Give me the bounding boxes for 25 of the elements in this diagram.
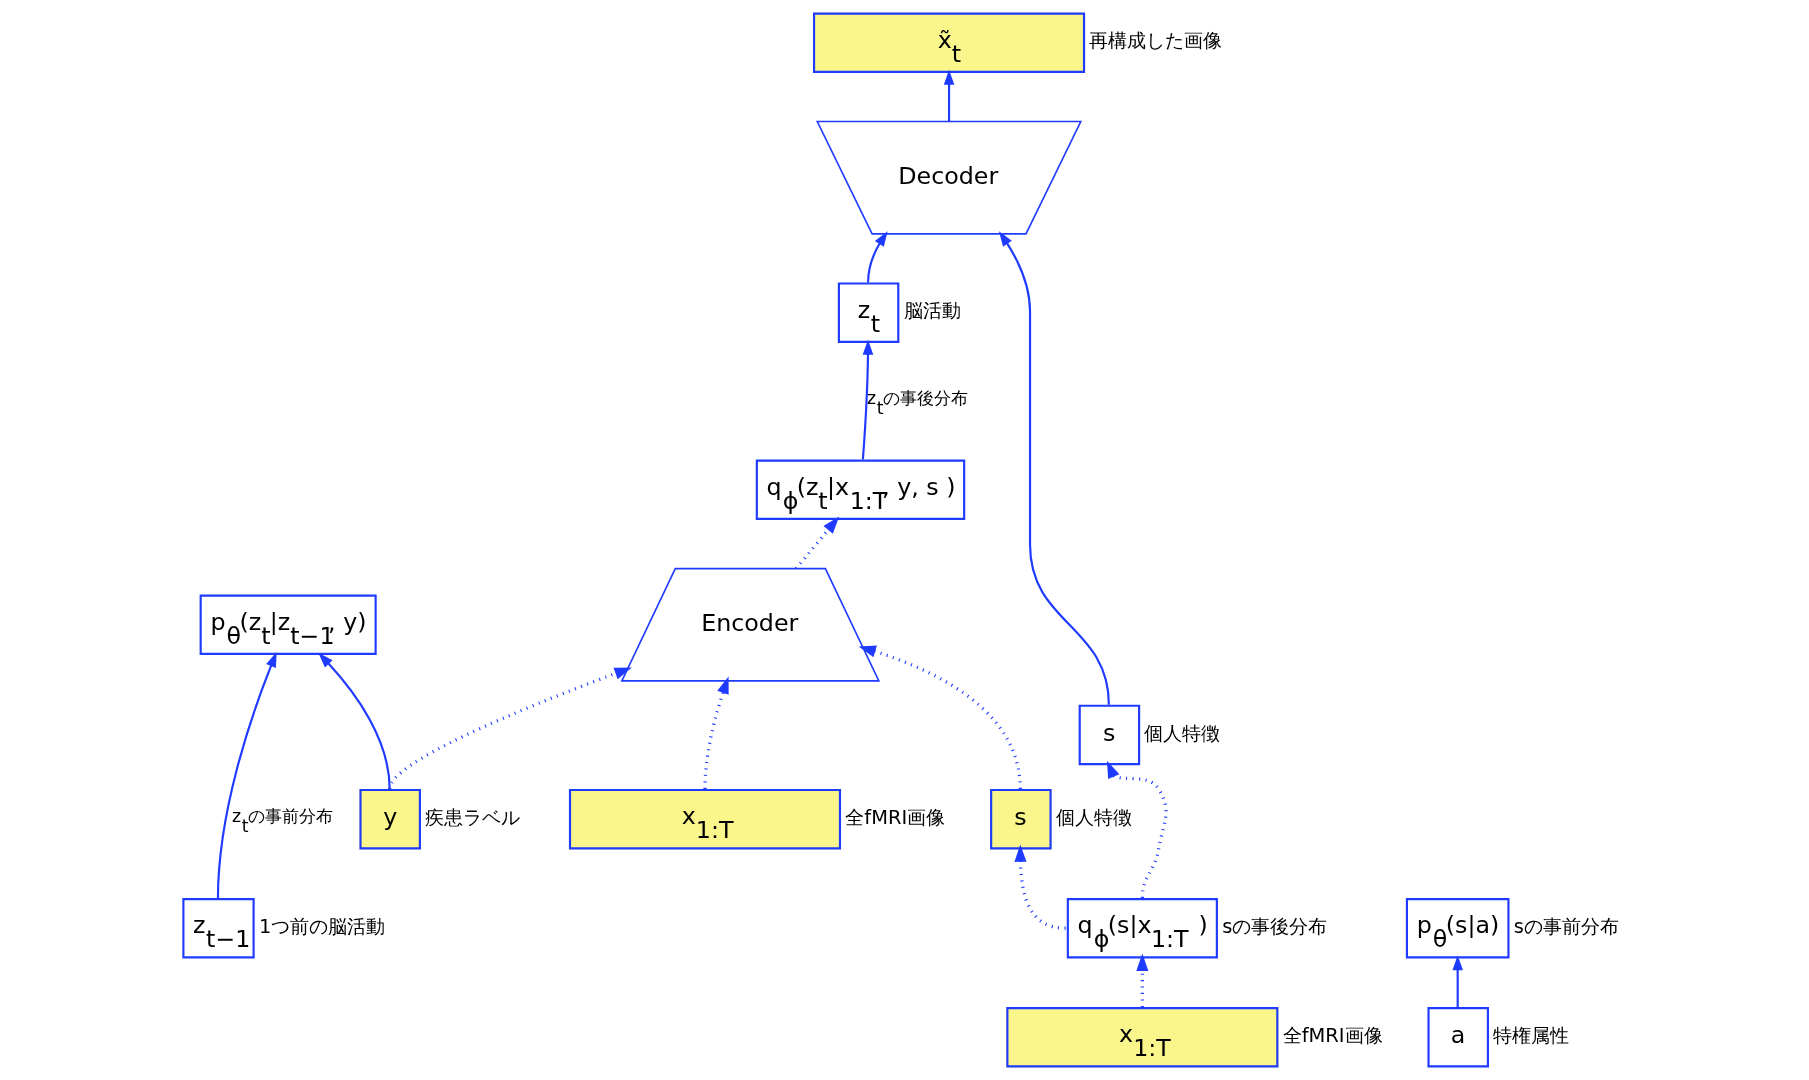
node-label: sの事後分布: [1222, 914, 1328, 938]
arrow: [1014, 844, 1066, 930]
arrow: [318, 652, 391, 789]
arrow: [866, 231, 888, 283]
arrow: [703, 676, 729, 789]
node-label: 個人特徴: [1055, 805, 1132, 829]
arrow: [998, 231, 1110, 705]
arrow: [1452, 955, 1463, 1008]
arrow: [943, 69, 955, 122]
arrow: [1136, 953, 1149, 1008]
node-label: 全fMRI画像: [845, 805, 946, 829]
arrow: [858, 645, 1022, 790]
arrow: [388, 667, 632, 790]
arrow: [861, 339, 874, 460]
node-label: 全fMRI画像: [1282, 1024, 1383, 1048]
node-label: 1つ前の脳活動: [258, 914, 386, 938]
node-label: 脳活動: [903, 299, 961, 323]
node-label: 個人特徴: [1144, 721, 1221, 745]
node-label: 疾患ラベル: [425, 805, 521, 829]
arrow: [216, 652, 277, 899]
arrow: [794, 516, 840, 570]
node-label: sの事前分布: [1513, 914, 1619, 938]
node-label: 再構成した画像: [1089, 29, 1223, 53]
node-label: 特権属性: [1493, 1024, 1570, 1048]
arrow: [1106, 760, 1168, 899]
